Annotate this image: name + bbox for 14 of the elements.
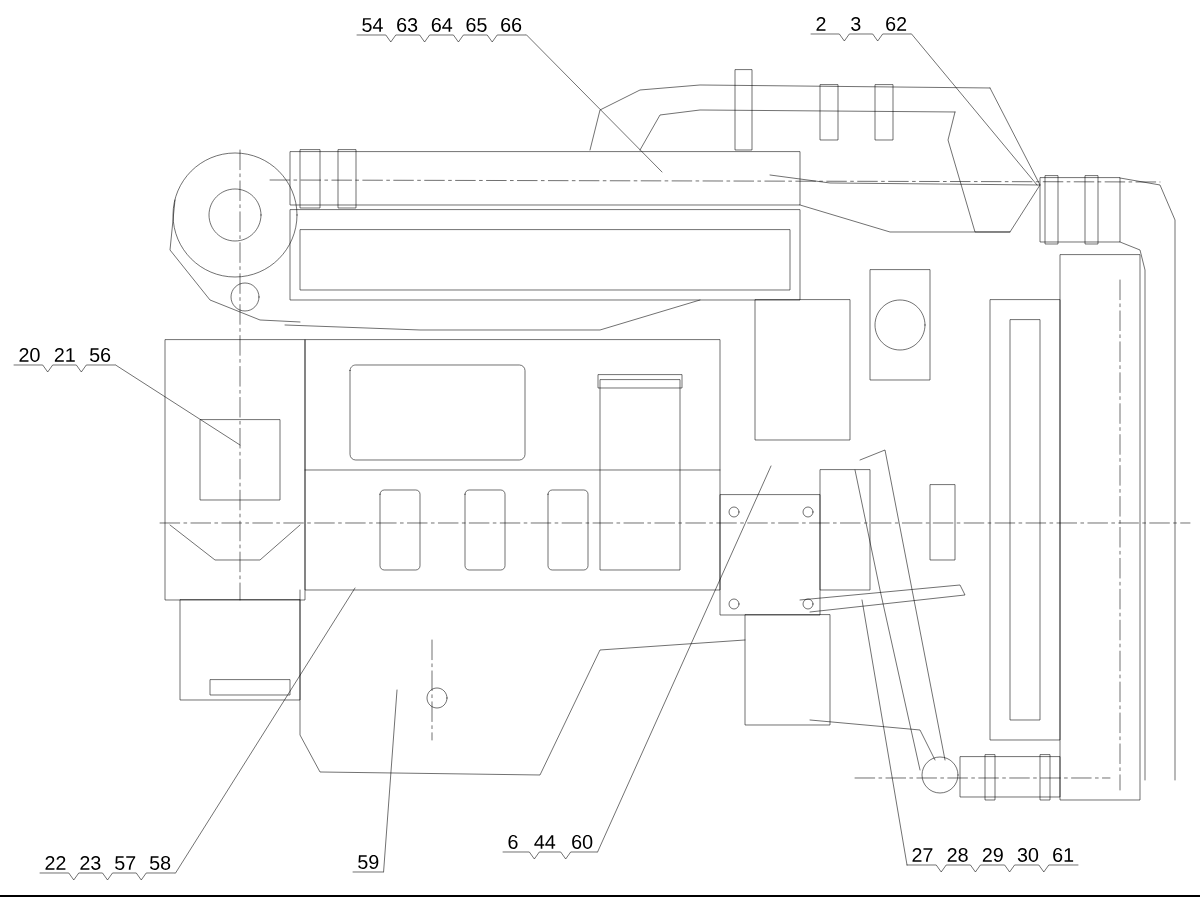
callout-numbers: 54 63 64 65 66 [356, 17, 527, 43]
leader-line [383, 689, 398, 873]
leader-line [526, 34, 663, 173]
callout-numbers: 2 3 62 [810, 16, 912, 42]
leader-line [597, 465, 772, 853]
callout-numbers: 59 [352, 854, 384, 873]
leader-line [911, 33, 1038, 186]
callout-numbers: 20 21 56 [13, 347, 116, 373]
leader-line [861, 599, 908, 866]
callout-numbers: 27 28 29 30 61 [906, 847, 1079, 873]
leader-line [115, 364, 241, 446]
callout-numbers: 6 44 60 [502, 834, 598, 860]
callout-numbers: 22 23 57 58 [39, 855, 176, 881]
leader-line [175, 587, 356, 874]
